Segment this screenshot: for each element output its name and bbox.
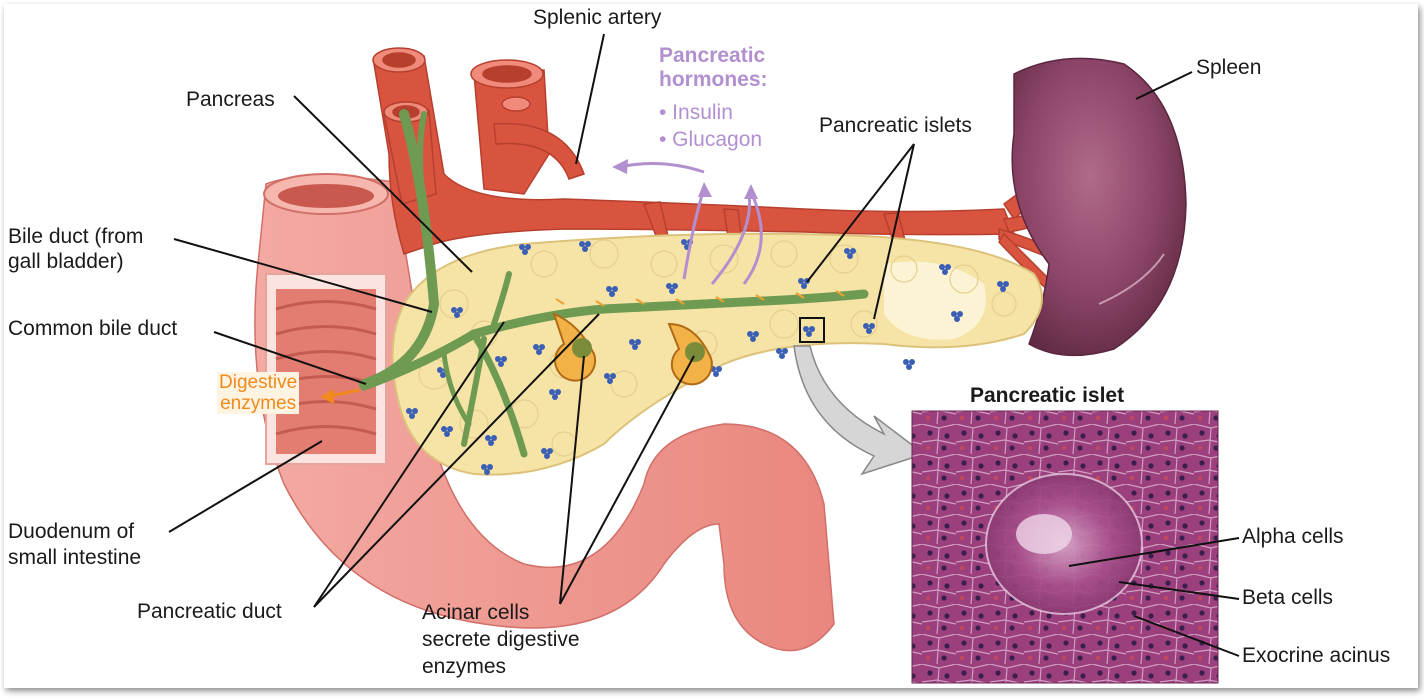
- acinar-line-3: enzymes: [422, 655, 507, 678]
- enzyme-arrow: [320, 388, 360, 404]
- digestive-enzymes-line-1: Digestive: [219, 372, 298, 393]
- duodenum: [254, 173, 835, 652]
- label-pancreatic-islet-title: Pancreatic islet: [970, 384, 1125, 407]
- hormone-insulin: • Insulin: [659, 101, 733, 124]
- label-spleen: Spleen: [1196, 56, 1262, 79]
- hormones-title-line-1: Pancreatic: [659, 44, 766, 67]
- pancreatic-and-bile-ducts: [359, 109, 869, 458]
- label-alpha-cells: Alpha cells: [1242, 525, 1344, 548]
- zoom-box: [799, 317, 825, 343]
- digestive-enzymes-line-2: enzymes: [220, 393, 297, 414]
- duodenum-line-1: Duodenum of: [8, 520, 135, 543]
- acinar-line-1: Acinar cells: [422, 601, 530, 624]
- islet-micrograph: [911, 410, 1219, 684]
- bile-duct-line-1: Bile duct (from: [8, 225, 144, 248]
- label-pancreatic-duct: Pancreatic duct: [137, 600, 282, 623]
- hormone-arrowheads: [612, 159, 758, 199]
- label-duodenum: Duodenum of small intestine: [8, 519, 141, 571]
- label-bile-duct: Bile duct (from gall bladder): [8, 224, 143, 274]
- islet-markers: [406, 239, 1009, 475]
- label-digestive-enzymes: Digestive enzymes: [217, 372, 300, 414]
- acinar-line-2: secrete digestive: [422, 628, 580, 651]
- hormones-title-line-2: hormones:: [659, 68, 768, 91]
- label-pancreatic-islets: Pancreatic islets: [819, 114, 972, 137]
- label-pancreas: Pancreas: [186, 88, 275, 111]
- leader-lines: [168, 33, 1240, 657]
- label-exocrine-acinus: Exocrine acinus: [1242, 644, 1391, 667]
- diagram-canvas: Splenic artery Pancreatic hormones: • In…: [4, 4, 1418, 688]
- enzyme-flow-marks: [555, 290, 845, 307]
- label-beta-cells: Beta cells: [1242, 586, 1334, 609]
- hormone-list: • Insulin • Glucagon: [659, 99, 762, 153]
- label-common-bile-duct: Common bile duct: [8, 317, 178, 340]
- zoom-callout-arrow: [793, 345, 926, 476]
- hormone-glucagon: • Glucagon: [659, 128, 763, 151]
- label-pancreatic-hormones: Pancreatic hormones:: [659, 44, 768, 92]
- acinar-cells: [552, 312, 713, 386]
- label-splenic-artery: Splenic artery: [533, 6, 662, 29]
- pancreas-illustration: [168, 33, 1240, 684]
- duodenum-line-2: small intestine: [8, 546, 142, 569]
- bile-duct-line-2: gall bladder): [8, 250, 124, 273]
- label-acinar-cells: Acinar cells secrete digestive enzymes: [422, 599, 580, 680]
- spleen: [1011, 57, 1187, 357]
